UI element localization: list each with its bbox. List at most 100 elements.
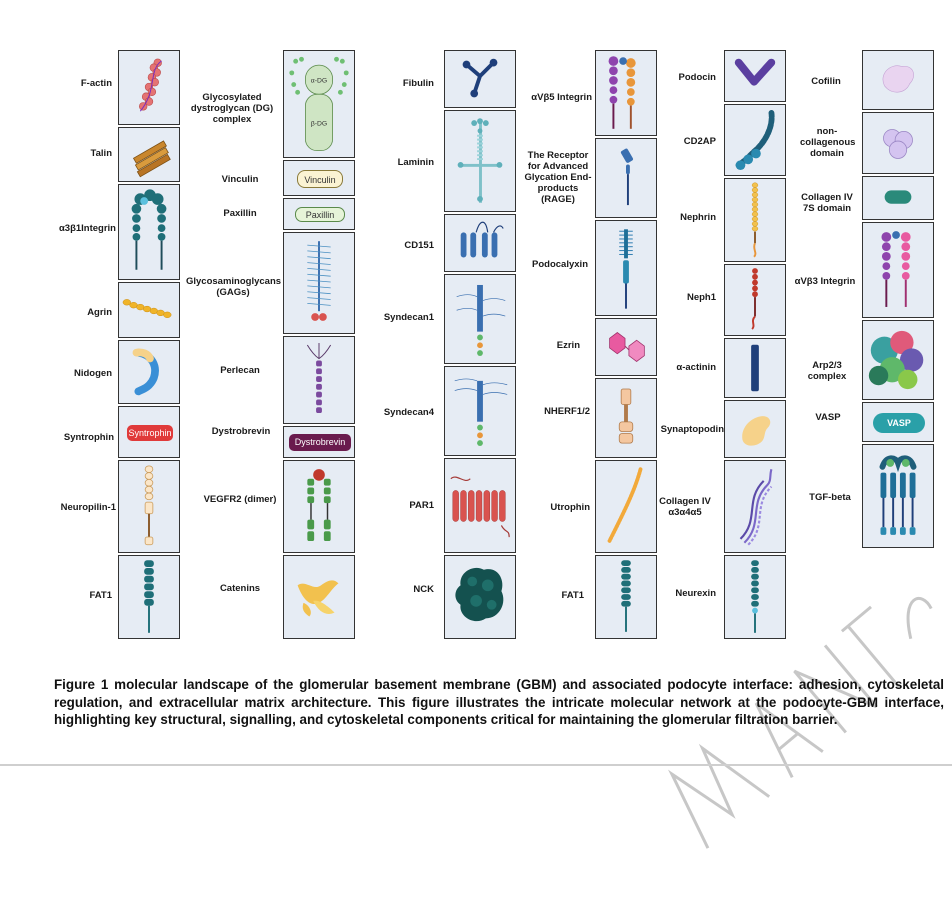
tgf-beta-icon — [879, 455, 917, 535]
box-f-actin — [118, 50, 180, 125]
box-syntrophin: Syntrophin — [118, 406, 180, 458]
box-syndecan4 — [444, 366, 516, 456]
box-7s-domain — [862, 176, 934, 220]
podocalyxin-icon — [619, 229, 633, 309]
label-perlecan: Perlecan — [220, 365, 260, 376]
box-podocalyxin — [595, 220, 657, 316]
box-neuropilin — [118, 460, 180, 553]
fat1-icon — [144, 560, 154, 633]
synaptopodin-icon — [742, 416, 771, 446]
nidogen-icon — [132, 348, 159, 396]
label-fat1-c1: FAT1 — [89, 590, 112, 601]
label-nherf: NHERF1/2 — [544, 406, 590, 417]
label-catenins: Catenins — [219, 583, 261, 594]
label-syndecan4: Syndecan4 — [383, 407, 434, 418]
neph1-icon — [751, 268, 758, 330]
podocin-icon — [734, 58, 776, 86]
label-cofilin: Cofilin — [811, 76, 841, 87]
box-vinculin: Vinculin — [283, 160, 355, 196]
rage-icon — [620, 148, 633, 206]
ezrin-icon — [609, 332, 645, 362]
laminin-icon — [457, 118, 503, 203]
syntrophin-pill: Syntrophin — [127, 425, 173, 441]
label-agrin: Agrin — [87, 307, 112, 318]
box-rage — [595, 138, 657, 218]
box-a-actinin — [724, 338, 786, 398]
label-fat1-c4: FAT1 — [561, 590, 584, 601]
box-a3b1-integrin — [118, 184, 180, 280]
label-tgf-beta: TGF-beta — [809, 492, 851, 503]
label-arp23: Arp2/3 complex — [807, 360, 847, 382]
box-dystrobrevin: Dystrobrevin — [283, 426, 355, 458]
label-par1: PAR1 — [409, 500, 434, 511]
alpha-dg-text: α-DG — [311, 78, 327, 85]
box-cd151 — [444, 214, 516, 272]
syndecan1-icon — [456, 284, 506, 356]
neuropilin-icon — [144, 465, 154, 546]
box-cofilin — [862, 50, 934, 110]
label-f-actin: F-actin — [80, 78, 112, 89]
box-laminin — [444, 110, 516, 212]
arp23-icon — [868, 330, 924, 390]
avb5-integrin-icon — [608, 56, 636, 129]
label-avb3-integrin: αVβ3 Integrin — [794, 276, 856, 287]
nephrin-icon — [751, 182, 759, 258]
dystrobrevin-pill: Dystrobrevin — [289, 434, 351, 451]
box-agrin — [118, 282, 180, 338]
box-talin — [118, 127, 180, 182]
label-ezrin: Ezrin — [556, 340, 580, 351]
label-cd2ap: CD2AP — [683, 136, 716, 147]
collagen-iv-icon — [739, 468, 773, 546]
perlecan-icon — [306, 343, 332, 414]
box-nck — [444, 555, 516, 639]
label-syntrophin: Syntrophin — [63, 432, 114, 443]
label-vasp: VASP — [815, 412, 841, 423]
label-dystroglycan: Glycosylated dystroglycan (DG) complex — [190, 92, 274, 125]
label-vegfr2: VEGFR2 (dimer) — [203, 494, 277, 505]
fibulin-icon — [462, 58, 498, 98]
label-neurexin: Neurexin — [675, 588, 716, 599]
label-talin: Talin — [90, 148, 112, 159]
box-ezrin — [595, 318, 657, 376]
agrin-icon — [122, 299, 172, 318]
label-a-actinin: α-actinin — [676, 362, 716, 373]
cofilin-icon — [882, 65, 914, 93]
catenins-icon — [297, 580, 339, 617]
box-catenins — [283, 555, 355, 639]
label-neuropilin: Neuropilin-1 — [60, 502, 116, 513]
paxillin-pill: Paxillin — [295, 207, 345, 222]
label-utrophin: Utrophin — [550, 502, 590, 513]
box-fat1-c1 — [118, 555, 180, 639]
box-synaptopodin — [724, 400, 786, 458]
label-nidogen: Nidogen — [74, 368, 112, 379]
label-nephrin: Nephrin — [680, 212, 716, 223]
nherf-icon — [618, 388, 634, 444]
label-nck: NCK — [413, 584, 434, 595]
a-actinin-icon — [751, 344, 759, 392]
fat1-icon — [621, 560, 631, 632]
label-podocalyxin: Podocalyxin — [532, 259, 588, 270]
box-utrophin — [595, 460, 657, 553]
label-gags: Glycosaminoglycans (GAGs) — [186, 276, 282, 298]
label-collagen-iv: Collagen IV α3α4α5 — [659, 496, 711, 518]
talin-icon — [132, 140, 171, 178]
box-vegfr2 — [283, 460, 355, 553]
utrophin-icon — [607, 467, 643, 543]
7s-domain-icon — [884, 190, 912, 204]
box-fibulin — [444, 50, 516, 108]
nck-icon — [455, 567, 504, 622]
box-perlecan — [283, 336, 355, 424]
label-dystrobrevin: Dystrobrevin — [211, 426, 271, 437]
neurexin-icon — [751, 560, 759, 633]
label-laminin: Laminin — [397, 157, 434, 168]
gags-icon — [307, 241, 331, 321]
label-rage: The Receptor for Advanced Glycation End-… — [524, 150, 592, 205]
cd151-icon — [460, 221, 504, 258]
avb3-integrin-icon — [881, 231, 911, 307]
label-vinculin: Vinculin — [221, 174, 259, 185]
box-avb5-integrin — [595, 50, 657, 136]
label-synaptopodin: Synaptopodin — [660, 424, 724, 435]
box-podocin — [724, 50, 786, 102]
box-vasp: VASP — [862, 402, 934, 442]
box-nherf — [595, 378, 657, 458]
